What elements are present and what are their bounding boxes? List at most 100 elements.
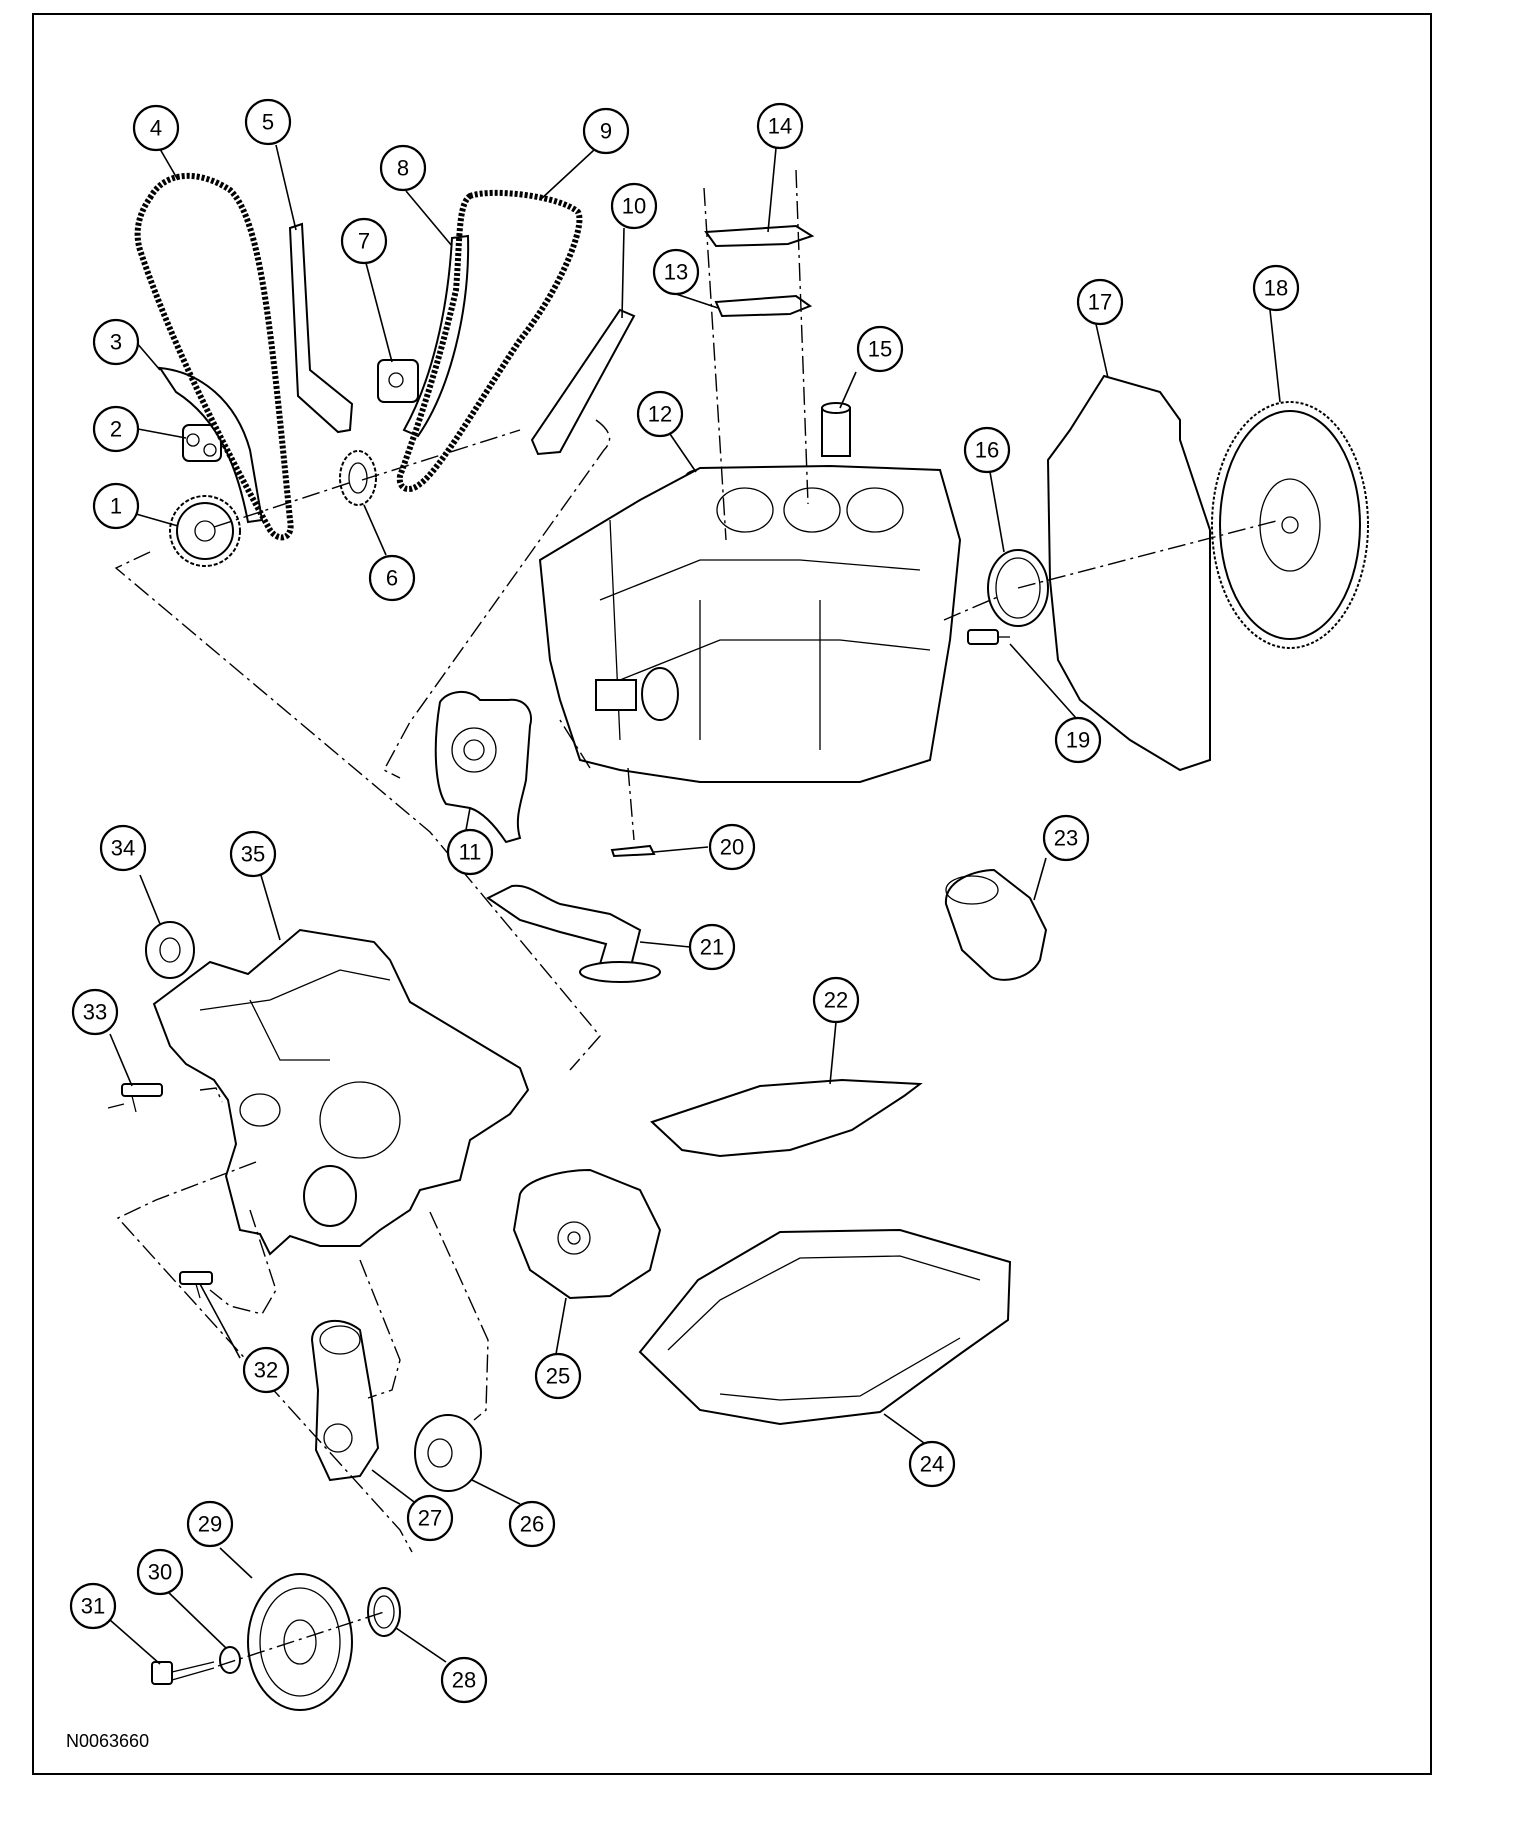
part-crank-sprocket: [169, 495, 241, 567]
callout-1: 1: [92, 482, 140, 530]
callout-24-label: 24: [920, 1452, 944, 1477]
callout-12: 12: [636, 390, 684, 438]
callout-5-label: 5: [262, 110, 274, 135]
callout-20-label: 20: [720, 835, 744, 860]
callout-9: 9: [582, 107, 630, 155]
callout-31-label: 31: [81, 1594, 105, 1619]
callout-3: 3: [92, 318, 140, 366]
part-adapter-plate: [1046, 374, 1211, 772]
callout-33-label: 33: [83, 1000, 107, 1025]
part-tensioner-arm-right: [402, 234, 470, 438]
callout-14: 14: [756, 102, 804, 150]
callout-labels: 1 2 3 4 5 6 7 8 9 10 11 12 13 14 15 16 1…: [69, 98, 1300, 1704]
callout-6: 6: [368, 554, 416, 602]
callout-1-label: 1: [110, 494, 122, 519]
part-accessory-pulley: [145, 921, 195, 979]
callout-10: 10: [610, 182, 658, 230]
callout-23: 23: [1042, 814, 1090, 862]
callout-17: 17: [1076, 278, 1124, 326]
callout-32-label: 32: [254, 1358, 278, 1383]
callout-7: 7: [340, 217, 388, 265]
callout-9-label: 9: [600, 119, 612, 144]
callout-33: 33: [71, 988, 119, 1036]
part-engine-block: [538, 464, 962, 783]
callout-16: 16: [963, 426, 1011, 474]
callout-21-label: 21: [700, 935, 724, 960]
part-pickup-gasket: [610, 844, 656, 858]
part-crankshaft-pulley: [247, 1573, 353, 1711]
part-timing-chain-left: [134, 172, 294, 541]
callout-5: 5: [244, 98, 292, 146]
callout-8-label: 8: [397, 156, 409, 181]
callout-35-label: 35: [241, 842, 265, 867]
callout-4-label: 4: [150, 116, 162, 141]
part-timing-chain-right: [396, 189, 583, 493]
callout-7-label: 7: [358, 229, 370, 254]
callout-2: 2: [92, 405, 140, 453]
callout-3-label: 3: [110, 330, 122, 355]
callout-13-label: 13: [664, 260, 688, 285]
diagram-frame: [32, 13, 1432, 1775]
callout-28-label: 28: [452, 1668, 476, 1693]
callout-26: 26: [508, 1500, 556, 1548]
callout-18: 18: [1252, 264, 1300, 312]
callout-21: 21: [688, 923, 736, 971]
callout-18-label: 18: [1264, 276, 1288, 301]
callout-29-label: 29: [198, 1512, 222, 1537]
callout-35: 35: [229, 830, 277, 878]
part-oil-pickup-tube: [486, 884, 661, 983]
part-tensioner-right: [377, 359, 419, 403]
parts-artwork: [121, 172, 1369, 1711]
part-camshaft-position-sensor: [121, 1083, 163, 1113]
part-oil-pump: [434, 691, 532, 844]
part-crankshaft-bolt: [151, 1661, 215, 1685]
callout-2-label: 2: [110, 417, 122, 442]
callout-8: 8: [379, 144, 427, 192]
callout-34: 34: [99, 824, 147, 872]
callout-leaders: [109, 144, 1281, 1665]
callout-13: 13: [652, 248, 700, 296]
part-chain-guide-left: [288, 222, 354, 434]
part-engine-front-cover: [152, 928, 530, 1256]
callout-16-label: 16: [975, 438, 999, 463]
part-knock-sensor: [967, 629, 1010, 645]
callout-15: 15: [856, 325, 904, 373]
callout-11: 11: [446, 828, 494, 876]
callout-30: 30: [136, 1548, 184, 1596]
callout-20: 20: [708, 823, 756, 871]
callout-19-label: 19: [1066, 728, 1090, 753]
callout-15-label: 15: [868, 337, 892, 362]
callout-27-label: 27: [418, 1506, 442, 1531]
part-oil-pan: [638, 1228, 1012, 1426]
callout-24: 24: [908, 1440, 956, 1488]
callout-28: 28: [440, 1656, 488, 1704]
part-cylinder-head-gasket: [714, 294, 813, 318]
callout-14-label: 14: [768, 114, 792, 139]
callout-10-label: 10: [622, 194, 646, 219]
part-front-seal: [367, 1587, 401, 1637]
callout-19: 19: [1054, 716, 1102, 764]
callout-34-label: 34: [111, 836, 135, 861]
part-tensioner-arm: [157, 366, 264, 524]
part-idler-pulley: [414, 1414, 482, 1492]
callout-22: 22: [812, 976, 860, 1024]
callout-4: 4: [132, 104, 180, 152]
part-crankshaft-position-sensor: [179, 1271, 213, 1299]
part-dowel-sleeve: [821, 402, 851, 457]
part-chain-guide-right: [530, 308, 636, 456]
callout-12-label: 12: [648, 402, 672, 427]
callout-11-label: 11: [459, 840, 482, 865]
callout-27: 27: [406, 1494, 454, 1542]
callout-31: 31: [69, 1582, 117, 1630]
diagram-reference-code: N0063660: [66, 1731, 149, 1751]
callout-29: 29: [186, 1500, 234, 1548]
callout-32: 32: [242, 1346, 290, 1394]
part-windage-tray: [650, 1078, 923, 1158]
assembly-centerlines: [107, 169, 1281, 1667]
part-oil-filter: [944, 868, 1048, 981]
part-washer: [219, 1646, 241, 1674]
callout-25: 25: [534, 1352, 582, 1400]
part-belt-tensioner: [310, 1320, 380, 1482]
callout-25-label: 25: [546, 1364, 570, 1389]
